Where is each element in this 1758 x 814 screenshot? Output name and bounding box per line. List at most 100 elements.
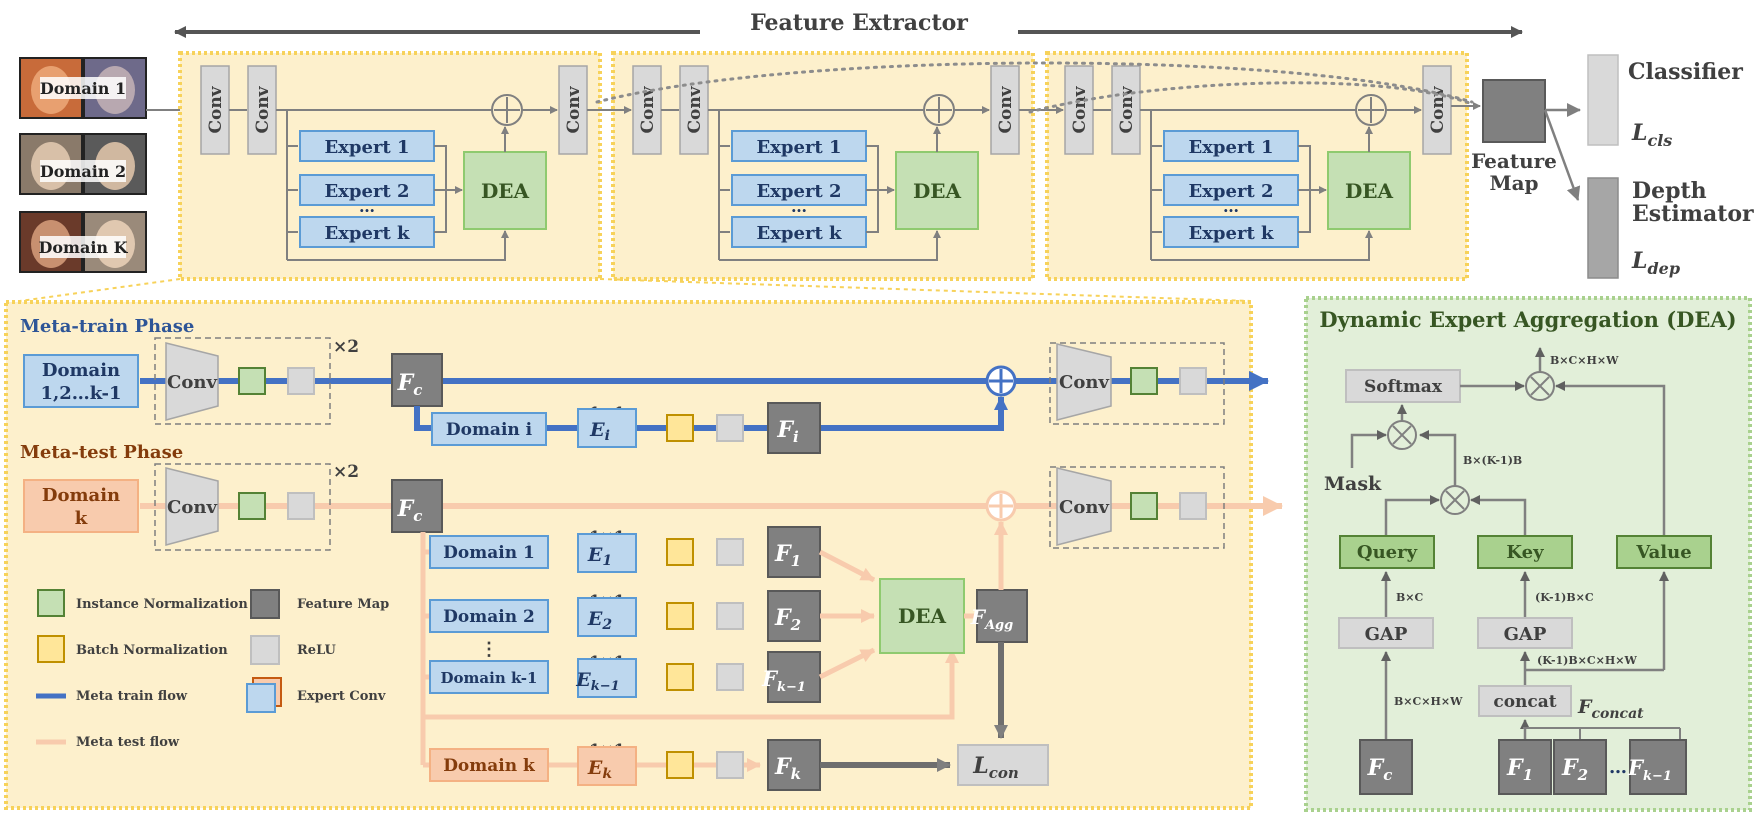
gap-block <box>1338 617 1434 649</box>
expert-block <box>1163 130 1299 162</box>
ek1-label: Ek−1 <box>575 669 619 694</box>
expert-label: Expert 1 <box>324 137 409 158</box>
feature-map-f1 <box>1498 739 1552 795</box>
expert-conv-e2 <box>577 597 637 637</box>
conv-block <box>990 65 1020 155</box>
conv-block <box>200 65 230 155</box>
query-label: Query <box>1357 542 1418 563</box>
dea-block <box>1327 151 1411 230</box>
instance-norm-block <box>1130 367 1158 395</box>
feature-map-label: Feature <box>1471 149 1557 173</box>
relu-block <box>716 602 744 630</box>
relu-block <box>716 414 744 442</box>
softmax-label: Softmax <box>1364 377 1443 397</box>
batch-norm-block <box>666 751 694 779</box>
expert-label: Expert 1 <box>1188 137 1273 158</box>
fk1-label: Fk−1 <box>1627 755 1672 784</box>
key-block <box>1477 535 1573 569</box>
expert-label: Expert 2 <box>1188 181 1273 202</box>
domain-box <box>429 535 549 569</box>
e1-label: E1 <box>587 544 612 569</box>
classifier-head: Classifier Lcls <box>1587 54 1743 150</box>
fagg-label: FAgg <box>970 605 1013 633</box>
fk1-label: Fk−1 <box>761 666 806 695</box>
dea-label: DEA <box>913 179 962 203</box>
test-domain-label: k <box>75 508 88 529</box>
relu-block <box>287 492 315 520</box>
conv-block <box>247 65 277 155</box>
conv-block <box>632 65 662 155</box>
train-domain-label: 1,2…k-1 <box>40 383 121 404</box>
feature-map-fk1 <box>767 651 821 703</box>
legend-feature-map-label: Feature Map <box>297 597 389 612</box>
ek-label: Ek <box>587 757 612 782</box>
conv-label: Conv <box>1428 85 1448 133</box>
conv-label: Conv <box>1059 497 1109 518</box>
legend: Instance Normalization Batch Normalizati… <box>36 589 389 750</box>
fk-label: Fk <box>774 754 801 783</box>
conv-trapezoid <box>165 467 219 546</box>
conv-label: Conv <box>253 85 273 133</box>
feature-map-fc <box>1359 739 1413 795</box>
dea-panel-title: Dynamic Expert Aggregation (DEA) <box>1319 307 1736 332</box>
legend-instance-norm-swatch <box>37 589 65 617</box>
depth-estimator-label: Depth <box>1632 178 1707 204</box>
legend-relu-label: ReLU <box>297 643 337 658</box>
dea-block <box>879 578 965 654</box>
domain-label: Domain k-1 <box>441 669 538 687</box>
feature-map-fc <box>391 479 443 533</box>
depth-estimator-head: Depth Estimator Ldep <box>1587 177 1754 279</box>
legend-expert-conv-swatch <box>246 683 276 713</box>
meta-train-title: Meta-train Phase <box>20 316 194 337</box>
relu-block <box>716 538 744 566</box>
stage-2: Conv Conv Conv Expert 1 Expert 2 … Exper… <box>587 51 1035 281</box>
expert-block <box>731 216 867 248</box>
feature-map-fagg <box>976 589 1028 643</box>
fc-label: Fc <box>1367 755 1393 784</box>
e2-label: E2 <box>587 608 612 633</box>
expert-label: Expert 1 <box>756 137 841 158</box>
conv-label: Conv <box>167 497 217 518</box>
expert-label: Expert 2 <box>756 181 841 202</box>
classifier-label: Classifier <box>1628 59 1743 85</box>
domain-k-label: Domain k <box>443 756 536 776</box>
conv-label: Conv <box>1059 372 1109 393</box>
conv-label: Conv <box>1117 85 1137 133</box>
f2-label: F2 <box>774 605 801 634</box>
expert-conv-ek1 <box>577 658 637 698</box>
domain-label: Domain 2 <box>443 607 535 627</box>
dea-block <box>895 151 979 230</box>
expert-block <box>731 174 867 206</box>
gap-label: GAP <box>1504 624 1547 645</box>
key-label: Key <box>1506 542 1544 563</box>
value-block <box>1616 535 1712 569</box>
fc-label: Fc <box>397 370 423 399</box>
conv-trapezoid <box>165 342 219 421</box>
domain-i-box <box>431 412 547 446</box>
dea-label: DEA <box>1345 179 1394 203</box>
fc-label: Fc <box>397 496 423 525</box>
depth-estimator-label: Estimator <box>1632 201 1754 227</box>
legend-feature-map-swatch <box>250 589 280 619</box>
dim-label: B×C <box>1396 591 1424 604</box>
train-domain-box <box>23 354 139 408</box>
meta-test-title: Meta-test Phase <box>20 442 183 463</box>
mask-label: Mask <box>1324 473 1382 495</box>
legend-batch-norm-swatch <box>37 635 65 663</box>
ei-label: Ei <box>589 419 610 444</box>
feature-map-label: Map <box>1489 171 1538 195</box>
batch-norm-block <box>666 538 694 566</box>
conv-block <box>1064 65 1094 155</box>
ellipsis: … <box>359 197 375 216</box>
feature-map-fk1 <box>1629 739 1687 795</box>
expert-block <box>299 174 435 206</box>
vertical-ellipsis: ⋮ <box>480 639 498 660</box>
input-domains: Domain 1 Domain 2 Domain K <box>19 57 147 273</box>
concat-block <box>1478 685 1572 717</box>
legend-relu-swatch <box>250 635 280 665</box>
test-domain-box <box>23 479 139 533</box>
legend-batch-norm-label: Batch Normalization <box>76 643 228 658</box>
conv-label: Conv <box>996 85 1016 133</box>
instance-norm-block <box>1130 492 1158 520</box>
